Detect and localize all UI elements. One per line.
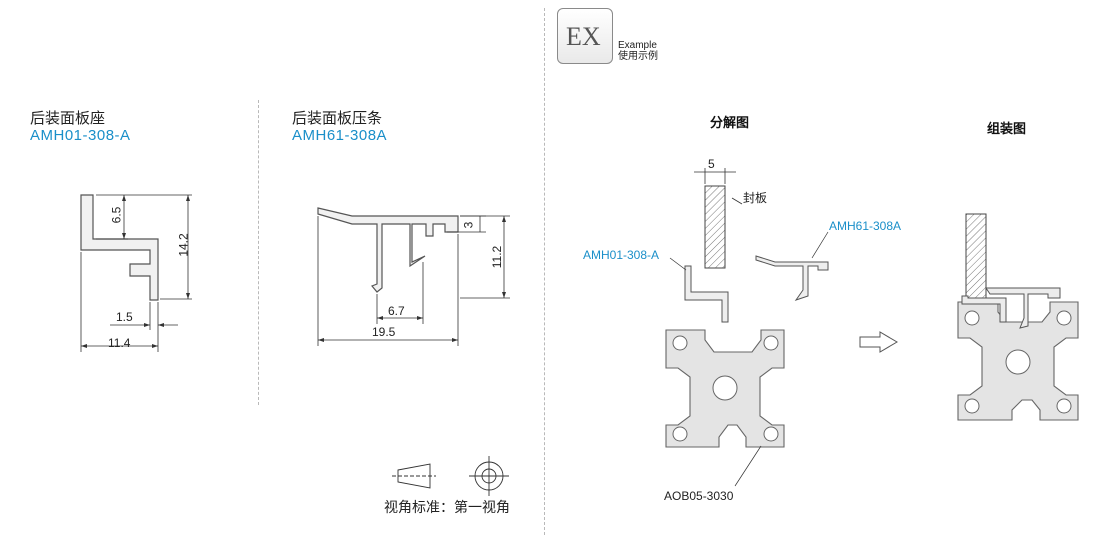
right-divider xyxy=(544,8,545,535)
mid-dim-w1: 6.7 xyxy=(388,304,405,318)
left-part-code: AMH01-308-A xyxy=(30,127,131,144)
seal-label: 封板 xyxy=(743,191,768,205)
mid-dim-w2: 19.5 xyxy=(372,325,396,339)
left-divider xyxy=(258,100,259,405)
left-part-drawing xyxy=(80,194,192,352)
example-label-en: Example xyxy=(618,40,657,51)
mid-part-drawing xyxy=(317,207,510,346)
exploded-dim-5: 5 xyxy=(708,157,715,171)
left-dim-w2: 11.4 xyxy=(108,336,131,350)
exploded-part-right: AMH61-308A xyxy=(829,219,902,233)
projection-label: 视角标准：第一视角 xyxy=(384,499,510,515)
exploded-caption: 分解图 xyxy=(710,115,750,130)
example-badge-text: EX xyxy=(566,22,601,51)
assembled-caption: 组装图 xyxy=(987,121,1027,136)
example-badge xyxy=(557,8,613,64)
example-label-zh: 使用示例 xyxy=(618,51,658,62)
profile-label: AOB05-3030 xyxy=(664,489,734,503)
mid-part-name: 后装面板压条 xyxy=(292,110,383,127)
left-part-name: 后装面板座 xyxy=(30,110,106,127)
projection-symbol xyxy=(392,456,509,496)
left-dim-w1: 1.5 xyxy=(116,310,133,324)
exploded-part-left: AMH01-308-A xyxy=(583,248,660,262)
mid-part-code: AMH61-308A xyxy=(292,127,388,144)
